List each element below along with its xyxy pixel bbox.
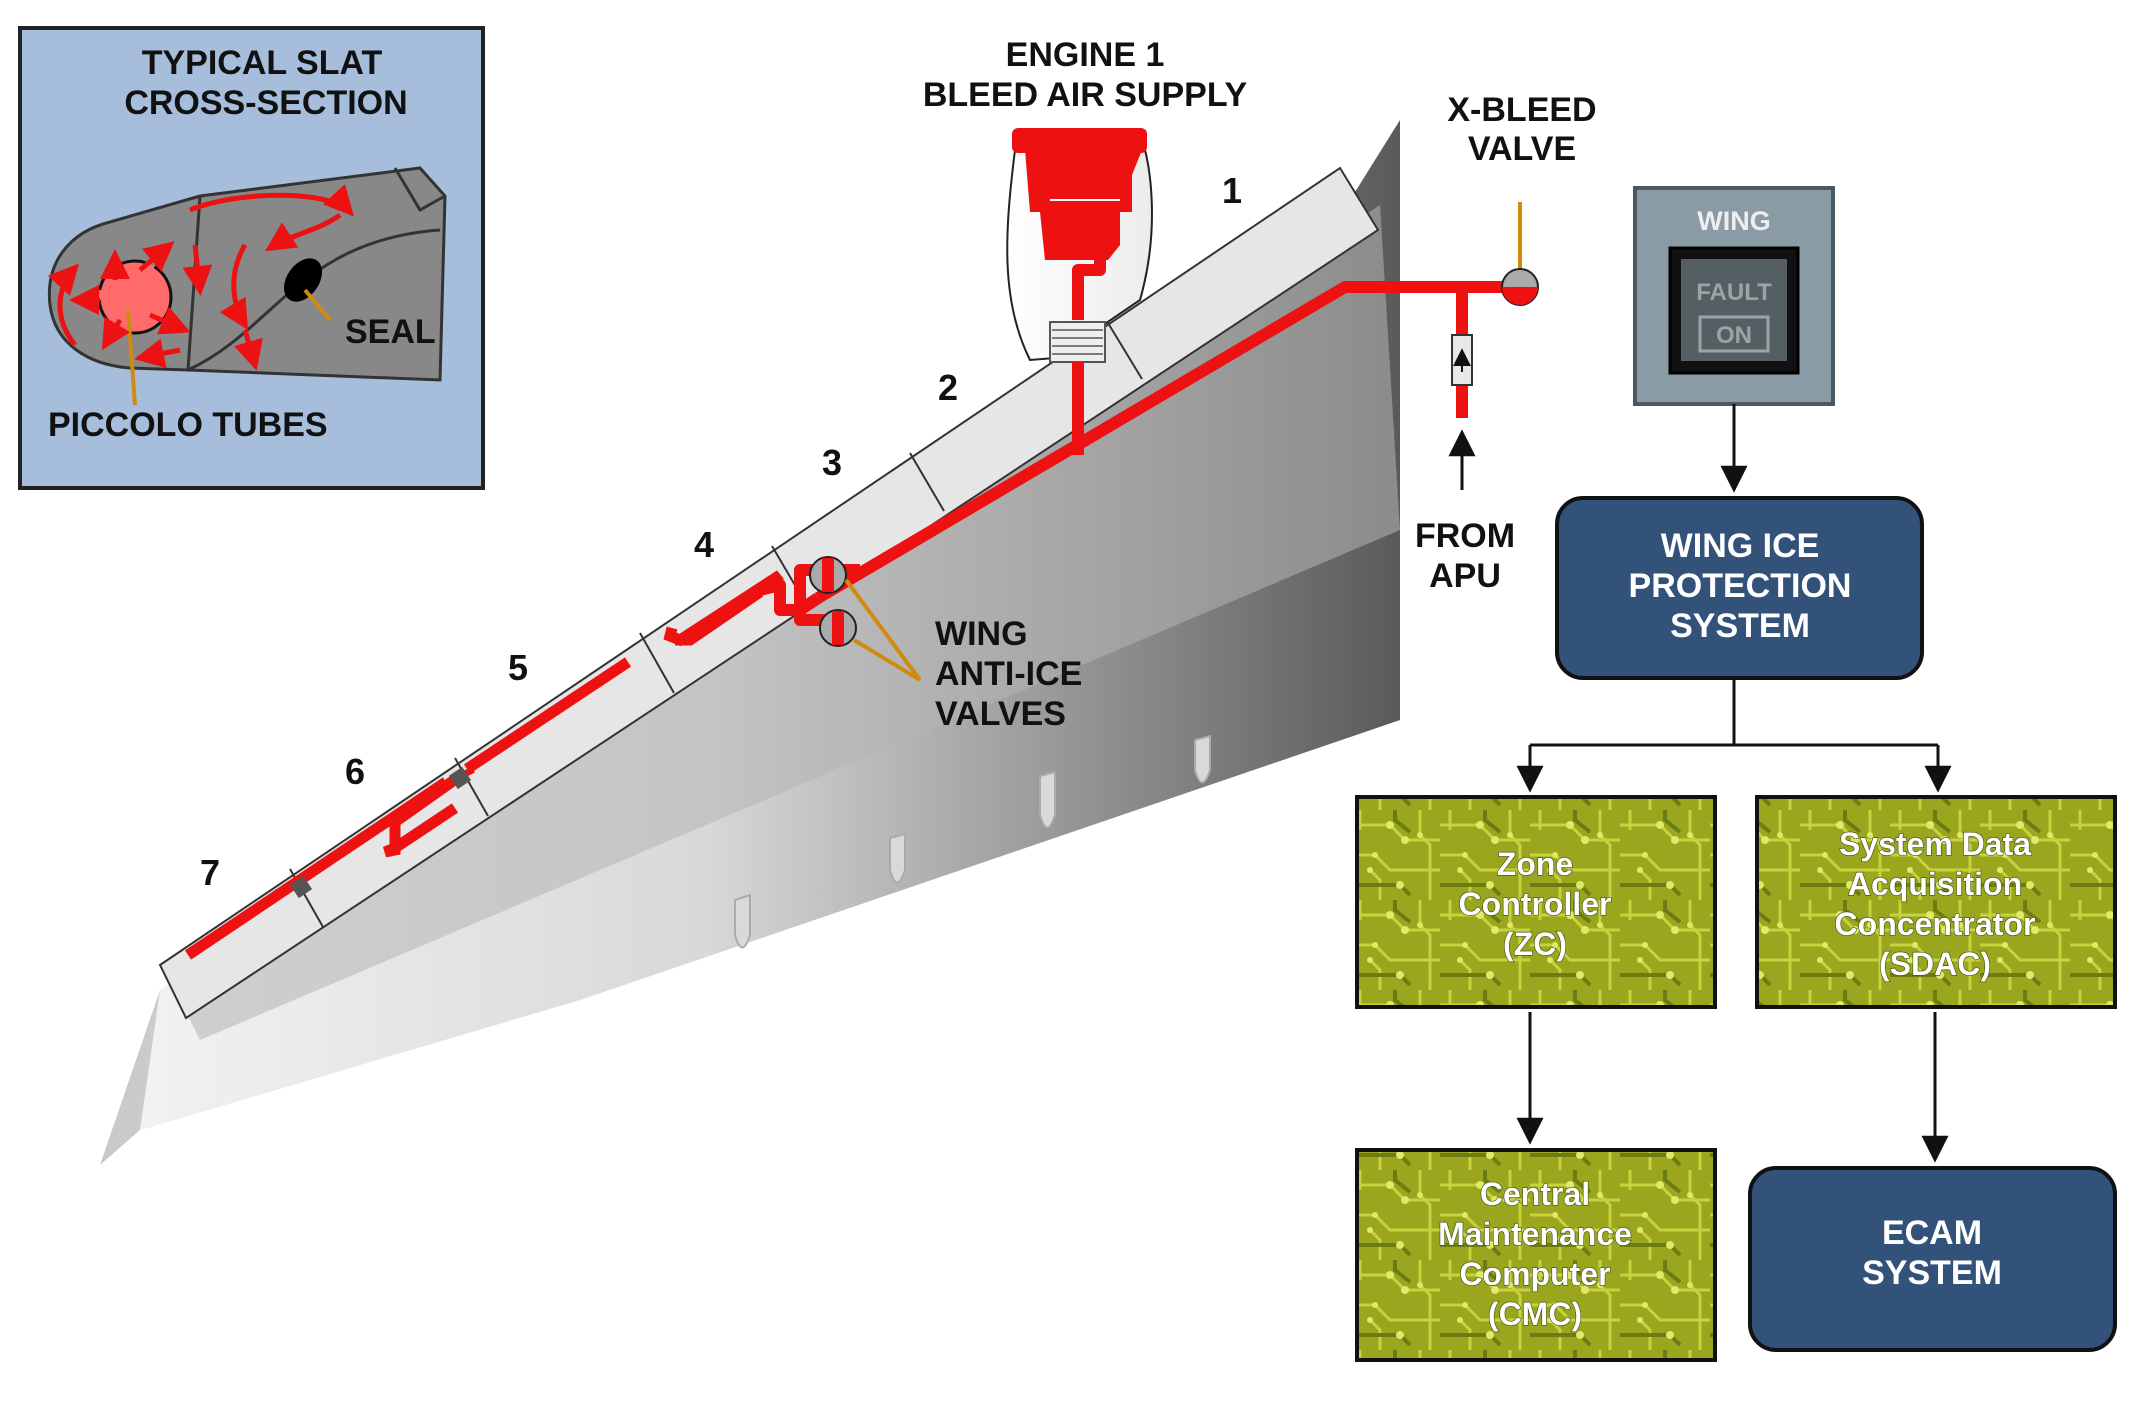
xbleed-label-line2: VALVE	[1468, 130, 1576, 168]
apu-check-valve	[1448, 334, 1476, 490]
sdac-line2: Acquisition	[1848, 866, 2022, 902]
flap-fairing-1	[734, 893, 751, 949]
ecam-box: ECAM SYSTEM	[1748, 1166, 2117, 1352]
precooler-icon	[1049, 321, 1106, 363]
slat-number-7: 7	[200, 852, 220, 893]
engine-label-line2: BLEED AIR SUPPLY	[923, 76, 1248, 114]
ecam-line1: ECAM	[1882, 1214, 1982, 1252]
seal-icon	[283, 258, 323, 302]
wips-line3: SYSTEM	[1670, 607, 1810, 645]
wing-anti-ice-valves	[809, 556, 922, 682]
wips-box: WING ICE PROTECTION SYSTEM	[1555, 496, 1924, 680]
bleed-air-ducting	[758, 258, 1520, 626]
zc-box: Zone Controller (ZC)	[1355, 795, 1717, 1009]
seal-leader	[303, 288, 332, 322]
inset-title-line2: CROSS-SECTION	[124, 84, 407, 122]
wips-line1: WING ICE	[1661, 527, 1820, 565]
zc-line1: Zone	[1497, 846, 1573, 882]
cmc-line4: (CMC)	[1488, 1296, 1582, 1332]
slat-dividers	[289, 322, 1143, 928]
piccolo-tube-icon	[97, 259, 173, 335]
switch-on-frame	[1698, 315, 1770, 353]
flap-fairing-4	[1194, 734, 1211, 784]
slat-numbers: 1 2 3 4 5 6 7	[200, 170, 1242, 893]
engine-label-line1: ENGINE 1	[1006, 36, 1165, 74]
sdac-line1: System Data	[1839, 826, 2031, 862]
engine-core-icon	[1025, 150, 1142, 260]
wing-anti-ice-pushbutton[interactable]: WING FAULT ON	[1633, 186, 1835, 406]
piccolo-run-4-lower	[675, 587, 764, 646]
flap-fairing-2	[889, 832, 906, 884]
xbleed-label-line1: X-BLEED	[1447, 91, 1596, 129]
engine-inlet	[1012, 128, 1147, 153]
slat-end-detail	[393, 167, 446, 213]
sdac-box: System Data Acquisition Concentrator (SD…	[1755, 795, 2117, 1009]
piccolo-runs	[184, 570, 784, 960]
diagram-labels: ENGINE 1 BLEED AIR SUPPLY X-BLEED VALVE …	[923, 36, 1597, 733]
slat-number-1: 1	[1222, 170, 1242, 211]
engine-1	[1006, 128, 1153, 363]
apu-label-line2: APU	[1429, 557, 1501, 595]
zc-line2: Controller	[1459, 886, 1612, 922]
slat-number-4: 4	[694, 524, 714, 565]
cmc-line2: Maintenance	[1438, 1216, 1632, 1252]
slat-number-2: 2	[938, 367, 958, 408]
inset-title-line1: TYPICAL SLAT	[142, 44, 383, 82]
valves-label-line2: ANTI-ICE	[935, 655, 1082, 693]
valves-label-line1: WING	[935, 615, 1028, 653]
apu-label-line1: FROM	[1415, 517, 1515, 555]
piccolo-label: PICCOLO TUBES	[48, 406, 328, 444]
wips-line2: PROTECTION	[1629, 567, 1852, 605]
valves-label-line3: VALVES	[935, 695, 1066, 733]
airflow-arrows	[47, 184, 355, 371]
engine-duct	[1072, 258, 1106, 320]
cmc-line1: Central	[1480, 1176, 1590, 1212]
switch-on-legend: ON	[1716, 322, 1752, 349]
cmc-line3: Computer	[1459, 1256, 1610, 1292]
slat-number-5: 5	[508, 647, 528, 688]
flap-fairing-3	[1039, 770, 1056, 829]
seal-label: SEAL	[345, 313, 436, 351]
valve-loop-duct	[758, 579, 822, 616]
ecam-line2: SYSTEM	[1862, 1254, 2002, 1292]
x-bleed-valve	[1501, 202, 1539, 306]
zc-line3: (ZC)	[1503, 926, 1567, 962]
sdac-line4: (SDAC)	[1879, 946, 1991, 982]
slat-number-6: 6	[345, 751, 365, 792]
piccolo-run-6-7	[184, 777, 450, 960]
switch-title: WING	[1697, 206, 1771, 236]
switch-fault-legend: FAULT	[1696, 279, 1772, 306]
piccolo-coupling-2	[289, 875, 313, 899]
piccolo-run-5	[463, 657, 632, 774]
cmc-box: Central Maintenance Computer (CMC)	[1355, 1148, 1717, 1362]
piccolo-coupling-1	[448, 766, 472, 790]
sdac-line3: Concentrator	[1835, 906, 2036, 942]
slat-cross-section-inset: TYPICAL SLAT CROSS-SECTION SEAL PI	[18, 26, 485, 490]
slat-number-3: 3	[822, 442, 842, 483]
block-connectors	[1516, 404, 1952, 1163]
